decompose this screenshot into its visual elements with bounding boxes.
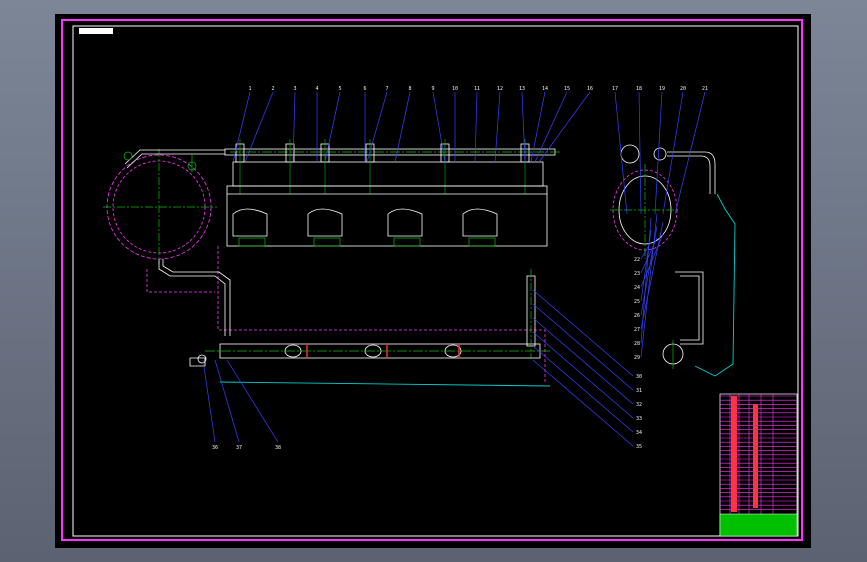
callout-36: 36 (212, 445, 218, 451)
callout-11: 11 (474, 86, 480, 92)
callout-28: 28 (634, 341, 640, 347)
corner-label-box (79, 28, 113, 34)
callout-17: 17 (612, 86, 618, 92)
side-view (610, 144, 736, 377)
callout-1: 1 (248, 86, 251, 92)
callout-20: 20 (680, 86, 686, 92)
callout-15: 15 (564, 86, 570, 92)
callout-12: 12 (497, 86, 503, 92)
front-view (103, 139, 560, 387)
outer-frame (61, 19, 803, 541)
callout-13: 13 (519, 86, 525, 92)
callout-31: 31 (636, 388, 642, 394)
callout-7: 7 (385, 86, 388, 92)
callout-27: 27 (634, 327, 640, 333)
callout-16: 16 (587, 86, 593, 92)
leader-lines (202, 91, 706, 447)
callout-33: 33 (636, 416, 642, 422)
callout-5: 5 (338, 86, 341, 92)
callout-14: 14 (542, 86, 548, 92)
callout-29: 29 (634, 355, 640, 361)
callout-2: 2 (271, 86, 274, 92)
callout-30: 30 (636, 374, 642, 380)
callout-21: 21 (702, 86, 708, 92)
callout-26: 26 (634, 313, 640, 319)
callout-35: 35 (636, 444, 642, 450)
callout-38: 38 (275, 445, 281, 451)
callout-34: 34 (636, 430, 642, 436)
callout-19: 19 (659, 86, 665, 92)
callout-6: 6 (363, 86, 366, 92)
callout-32: 32 (636, 402, 642, 408)
callout-10: 10 (452, 86, 458, 92)
callout-37: 37 (236, 445, 242, 451)
callout-24: 24 (634, 285, 640, 291)
callout-18: 18 (636, 86, 642, 92)
inner-frame (72, 25, 799, 537)
callout-22: 22 (634, 257, 640, 263)
title-block (719, 393, 798, 537)
callout-3: 3 (293, 86, 296, 92)
callout-9: 9 (431, 86, 434, 92)
callout-4: 4 (315, 86, 318, 92)
callout-8: 8 (408, 86, 411, 92)
callout-23: 23 (634, 271, 640, 277)
callout-25: 25 (634, 299, 640, 305)
